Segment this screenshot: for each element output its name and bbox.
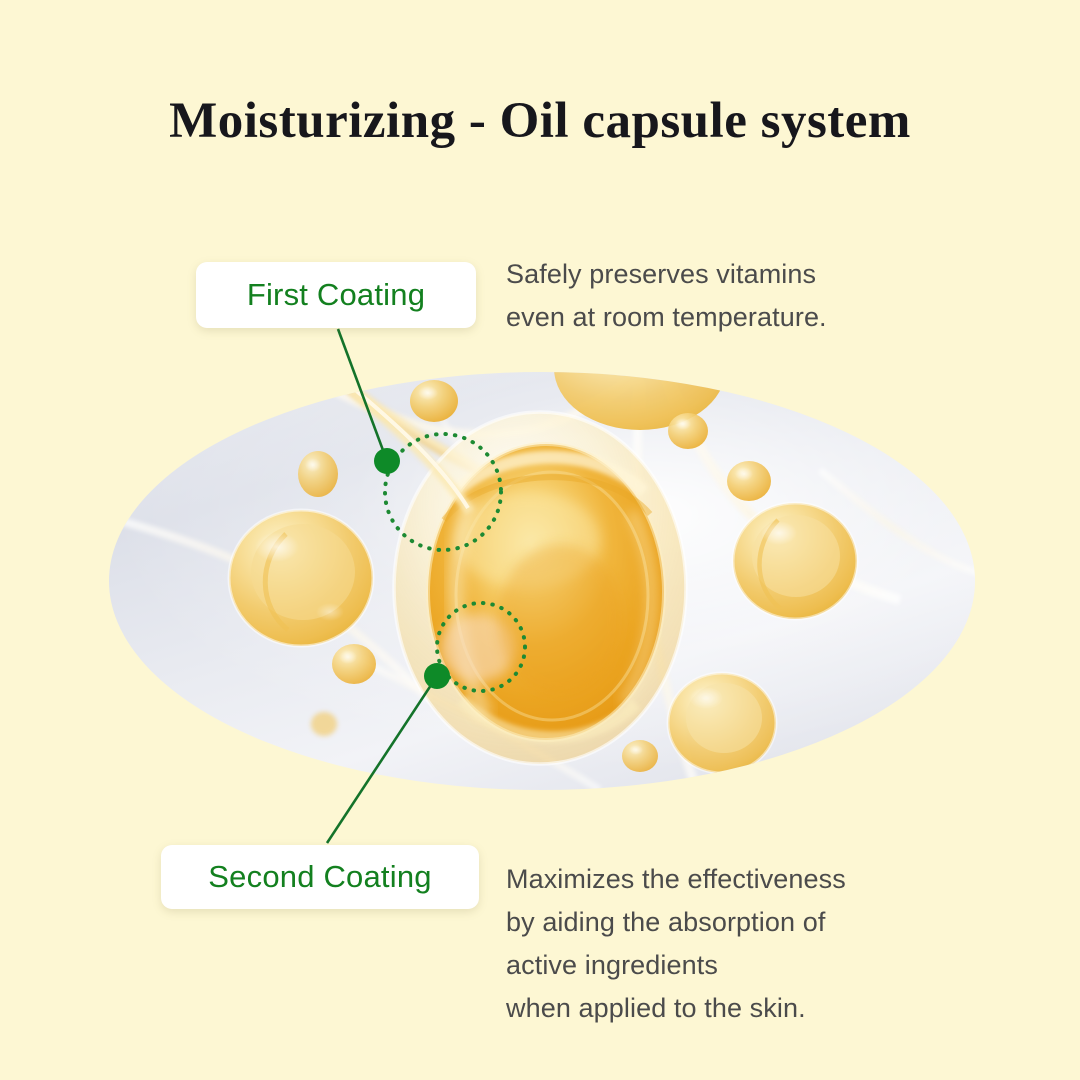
page-title: Moisturizing - Oil capsule system xyxy=(169,93,911,149)
annotation-second-coating xyxy=(325,601,527,844)
capsule-top xyxy=(554,372,726,430)
annotation-first-coating xyxy=(336,328,503,552)
dotted-circle-highlight-icon xyxy=(435,601,527,693)
callout-label-first-coating[interactable]: First Coating xyxy=(196,262,476,328)
capsule-bubbles xyxy=(298,380,771,772)
green-dot-marker-icon xyxy=(424,663,450,689)
callout-label-text: Second Coating xyxy=(208,859,432,894)
callout-description-second-coating: Maximizes the effectiveness by aiding th… xyxy=(506,864,846,1023)
capsule-scene xyxy=(116,372,975,790)
capsule-left xyxy=(227,508,375,648)
connector-line-first xyxy=(336,328,389,462)
callout-label-second-coating[interactable]: Second Coating xyxy=(161,845,479,909)
green-dot-marker-icon xyxy=(374,448,400,474)
main-oil-capsule xyxy=(392,410,688,766)
dotted-circle-highlight-icon xyxy=(383,432,503,552)
capsule-right xyxy=(731,501,859,621)
connector-line-second xyxy=(325,675,439,844)
callout-description-first-coating: Safely preserves vitamins even at room t… xyxy=(506,259,827,332)
oil-strand-foreground xyxy=(328,372,475,515)
callout-label-text: First Coating xyxy=(246,277,426,312)
capsule-bottom-right xyxy=(666,671,778,775)
